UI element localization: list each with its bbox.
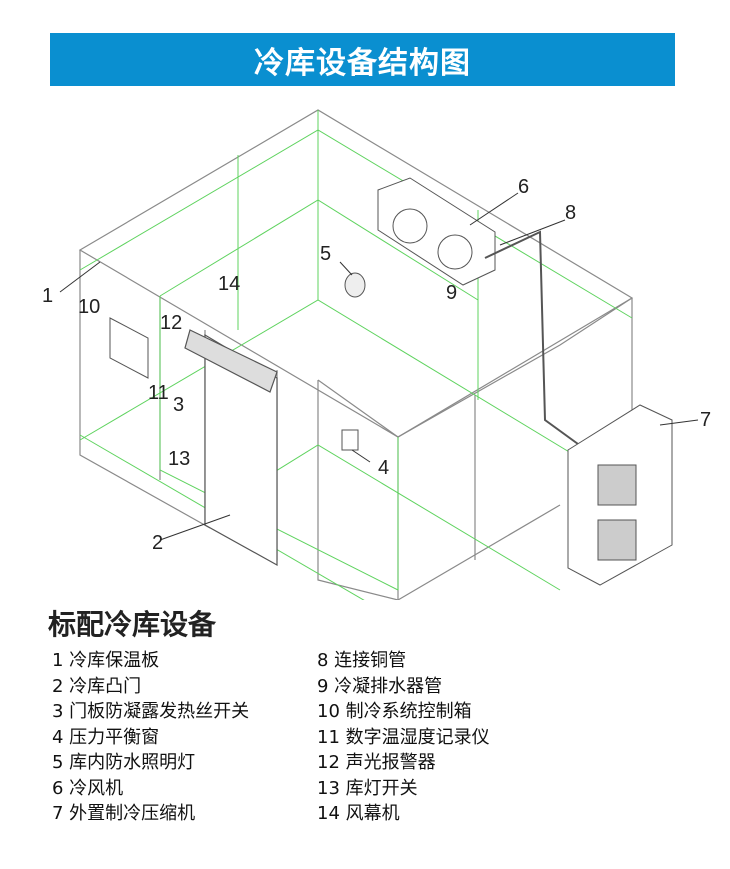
- callout-4: 4: [378, 457, 390, 479]
- control-box: [109, 317, 149, 379]
- callout-6: 6: [518, 176, 530, 198]
- callout-7: 7: [700, 409, 712, 431]
- list-item: 11 数字温湿度记录仪: [317, 726, 490, 748]
- list-item: 4 压力平衡窗: [52, 726, 160, 748]
- callout-10: 10: [78, 296, 101, 318]
- list-item: 10 制冷系统控制箱: [317, 701, 472, 722]
- callout-8: 8: [565, 202, 577, 224]
- equipment-list-right: 8 连接铜管 9 冷凝排水器管 10 制冷系统控制箱 11 数字温湿度记录仪 1…: [317, 648, 490, 827]
- callout-13: 13: [168, 448, 191, 470]
- leader-lines: [59, 192, 699, 541]
- page-title: 冷库设备结构图: [254, 45, 471, 81]
- title-banner: 冷库设备结构图: [50, 33, 675, 86]
- list-item: 7 外置制冷压缩机: [52, 803, 196, 824]
- callout-3: 3: [173, 394, 185, 416]
- air-curtain: [184, 329, 278, 393]
- green-guide-lines: [79, 110, 633, 600]
- condensing-unit: [567, 404, 673, 586]
- list-title: 标配冷库设备: [48, 608, 217, 641]
- list-item: 6 冷风机: [52, 777, 124, 799]
- equipment-list-left: 1 冷库保温板 2 冷库凸门 3 门板防凝露发热丝开关 4 压力平衡窗 5 库内…: [52, 648, 249, 827]
- callout-11: 11: [148, 382, 169, 404]
- callout-9: 9: [446, 282, 458, 304]
- list-item: 13 库灯开关: [317, 777, 418, 799]
- list-item: 9 冷凝排水器管: [317, 675, 443, 697]
- cold-storage-diagram: [59, 109, 699, 600]
- list-item: 3 门板防凝露发热丝开关: [52, 701, 250, 722]
- list-item: 5 库内防水照明灯: [52, 752, 196, 773]
- list-item: 2 冷库凸门: [52, 675, 142, 697]
- callout-2: 2: [152, 532, 164, 554]
- callout-5: 5: [320, 243, 332, 265]
- list-item: 1 冷库保温板: [52, 650, 160, 671]
- evaporator-fan: [377, 177, 496, 286]
- pressure-window: [341, 429, 359, 451]
- list-item: 12 声光报警器: [317, 752, 436, 773]
- light: [344, 272, 366, 298]
- callout-12: 12: [160, 312, 183, 334]
- storage-room-outline: [78, 109, 634, 600]
- list-item: 8 连接铜管: [317, 650, 407, 671]
- door: [184, 329, 278, 567]
- copper-pipe: [484, 230, 601, 461]
- callout-14: 14: [218, 273, 241, 295]
- callout-1: 1: [42, 285, 54, 307]
- list-item: 14 风幕机: [317, 803, 400, 824]
